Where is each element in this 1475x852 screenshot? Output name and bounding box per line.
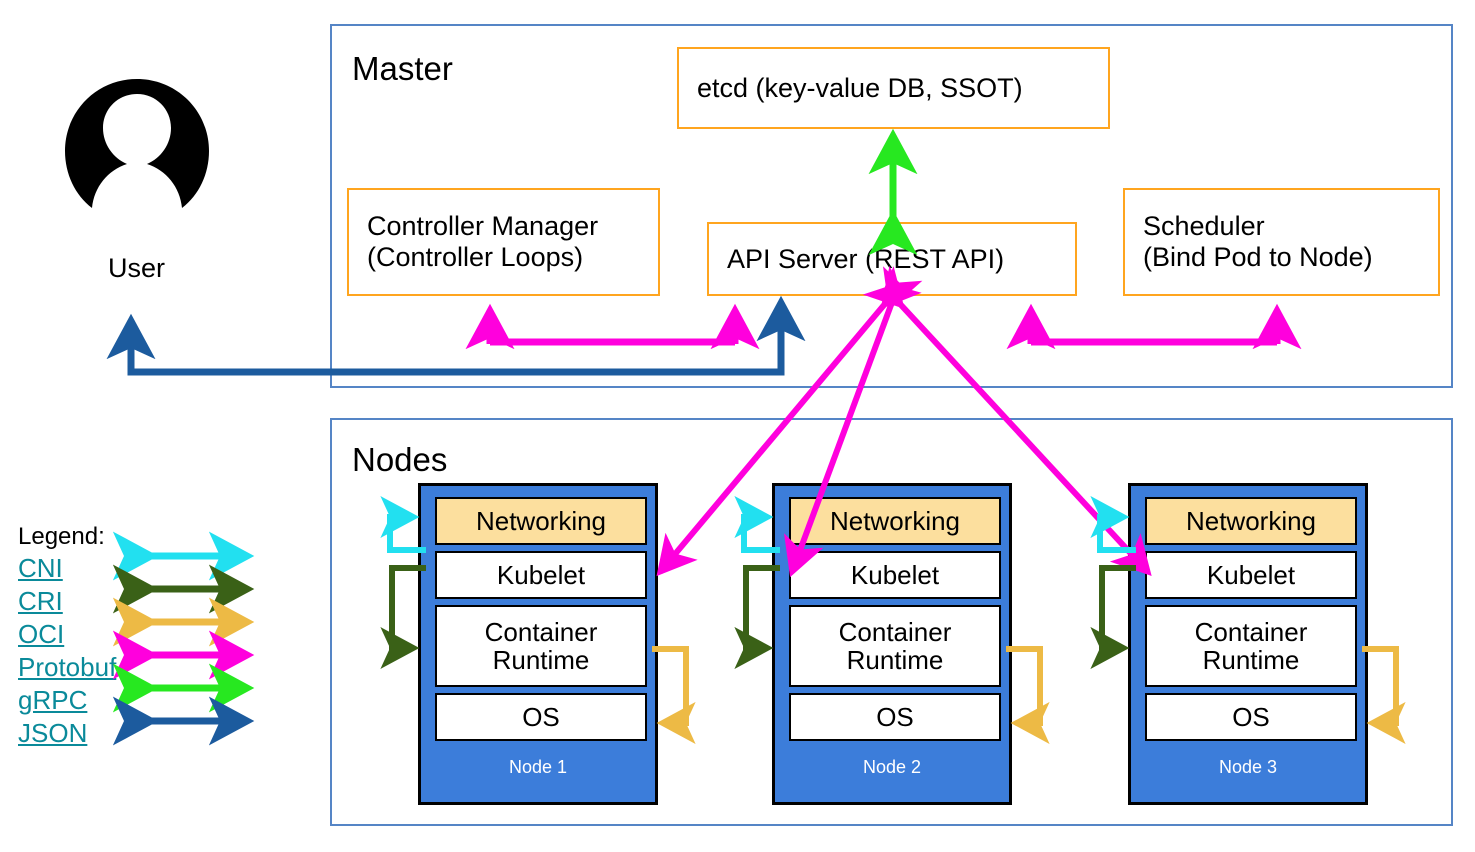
controller-manager-box[interactable]: Controller Manager (Controller Loops) [347,188,660,296]
legend-item-cni[interactable]: CNI [18,553,63,583]
node-1-container-runtime[interactable]: Container Runtime [435,605,647,687]
legend-item-cri[interactable]: CRI [18,586,63,616]
node-2-container-runtime-label: Container Runtime [838,616,952,675]
node-2[interactable]: Networking Kubelet Container Runtime OS … [772,483,1012,805]
master-group-title: Master [352,50,453,87]
etcd-label: etcd (key-value DB, SSOT) [697,72,1023,103]
node-3-os-label: OS [1232,701,1270,732]
node-2-os-label: OS [876,701,914,732]
node-2-networking[interactable]: Networking [789,497,1001,545]
node-1-networking[interactable]: Networking [435,497,647,545]
etcd-box[interactable]: etcd (key-value DB, SSOT) [677,47,1110,129]
node-1-kubelet[interactable]: Kubelet [435,551,647,599]
node-2-os[interactable]: OS [789,693,1001,741]
node-1-os[interactable]: OS [435,693,647,741]
node-1-os-label: OS [522,701,560,732]
node-3[interactable]: Networking Kubelet Container Runtime OS … [1128,483,1368,805]
node-3-networking[interactable]: Networking [1145,497,1357,545]
node-3-kubelet[interactable]: Kubelet [1145,551,1357,599]
api-server-box[interactable]: API Server (REST API) [707,222,1077,296]
api-server-label: API Server (REST API) [727,243,1005,274]
legend-item-grpc[interactable]: gRPC [18,685,88,715]
node-2-container-runtime[interactable]: Container Runtime [789,605,1001,687]
node-1-container-runtime-label: Container Runtime [484,616,598,675]
node-3-container-runtime-label: Container Runtime [1194,616,1308,675]
node-3-kubelet-label: Kubelet [1206,559,1296,590]
legend-item-protobuf[interactable]: Protobuf [18,652,117,682]
node-3-name: Node 3 [1218,757,1278,777]
nodes-group-title: Nodes [352,441,448,478]
node-1[interactable]: Networking Kubelet Container Runtime OS … [418,483,658,805]
node-2-name: Node 2 [862,757,922,777]
node-3-container-runtime[interactable]: Container Runtime [1145,605,1357,687]
legend-title: Legend: [18,523,105,550]
node-3-networking-label: Networking [1185,505,1317,536]
node-3-os[interactable]: OS [1145,693,1357,741]
scheduler-box[interactable]: Scheduler (Bind Pod to Node) [1123,188,1440,296]
node-1-kubelet-label: Kubelet [496,559,586,590]
legend-item-json[interactable]: JSON [18,718,88,748]
node-2-kubelet-label: Kubelet [850,559,940,590]
node-1-networking-label: Networking [475,505,607,536]
node-2-kubelet[interactable]: Kubelet [789,551,1001,599]
node-1-name: Node 1 [508,757,568,777]
legend-item-oci[interactable]: OCI [18,619,65,649]
user-label: User [108,253,166,283]
scheduler-label: Scheduler (Bind Pod to Node) [1143,211,1373,272]
user-avatar-icon [63,78,211,224]
controller-manager-label: Controller Manager (Controller Loops) [367,211,599,272]
node-2-networking-label: Networking [829,505,961,536]
